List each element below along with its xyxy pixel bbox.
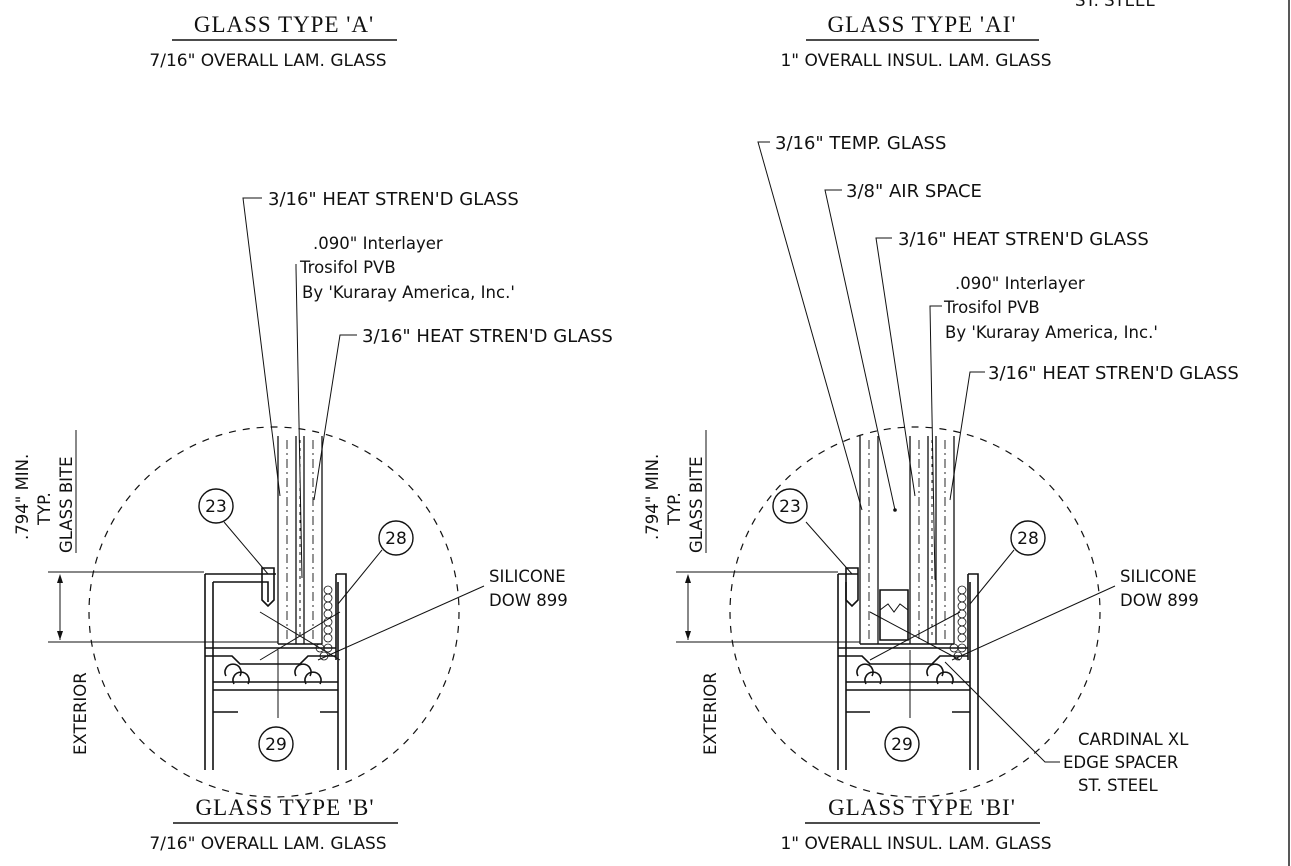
bubble-28: 28 xyxy=(378,520,414,556)
bite-label-3: GLASS BITE xyxy=(687,456,706,553)
callout-air-space: 3/8" AIR SPACE xyxy=(846,181,982,202)
exterior-label: EXTERIOR xyxy=(71,672,90,755)
callout-silicone-1: SILICONE xyxy=(1120,567,1197,586)
bubble-23: 23 xyxy=(198,488,234,524)
silicone-beads xyxy=(315,585,333,661)
title-glass-type-b: GLASS TYPE 'B' xyxy=(195,795,374,820)
bite-label-2: TYP. xyxy=(665,492,684,526)
top-right-fragment: ST. STEEL xyxy=(1075,0,1155,10)
leader-air-space xyxy=(824,189,896,511)
detail-circle xyxy=(729,426,1101,798)
svg-text:23: 23 xyxy=(779,497,801,517)
leader-interlayer xyxy=(929,305,942,581)
leader-inner-glass xyxy=(313,334,357,501)
bubble-29: 29 xyxy=(258,726,294,762)
callout-silicone-1: SILICONE xyxy=(489,567,566,586)
title-glass-type-a: GLASS TYPE 'A' xyxy=(194,12,374,37)
subtitle-glass-type-ai: 1" OVERALL INSUL. LAM. GLASS xyxy=(780,51,1051,71)
leader-heat-glass-2 xyxy=(949,371,985,501)
bite-label-2: TYP. xyxy=(35,492,54,526)
svg-text:29: 29 xyxy=(891,735,913,755)
glass-bite-dimension: .794" MIN. TYP. GLASS BITE xyxy=(13,430,278,643)
callout-heat-glass-1: 3/16" HEAT STREN'D GLASS xyxy=(898,229,1149,250)
left-detail: GLASS TYPE 'A' 7/16" OVERALL LAM. GLASS xyxy=(13,12,613,854)
leader-edge-spacer xyxy=(944,661,1060,763)
callout-silicone-2: DOW 899 xyxy=(1120,591,1199,610)
leader-interlayer xyxy=(295,264,303,579)
subtitle-glass-type-b: 7/16" OVERALL LAM. GLASS xyxy=(149,834,386,854)
subtitle-glass-type-bi: 1" OVERALL INSUL. LAM. GLASS xyxy=(780,834,1051,854)
callout-heat-glass-2: 3/16" HEAT STREN'D GLASS xyxy=(988,363,1239,384)
bite-label-3: GLASS BITE xyxy=(57,456,76,553)
exterior-label: EXTERIOR xyxy=(701,672,720,755)
callout-interlayer-3: By 'Kuraray America, Inc.' xyxy=(302,283,515,302)
title-glass-type-ai: GLASS TYPE 'AI' xyxy=(828,12,1017,37)
subtitle-glass-type-a: 7/16" OVERALL LAM. GLASS xyxy=(149,51,386,71)
silicone-beads xyxy=(949,585,967,661)
svg-text:28: 28 xyxy=(1017,529,1039,549)
bubble-29: 29 xyxy=(884,726,920,762)
bubble-28: 28 xyxy=(1010,520,1046,556)
svg-text:28: 28 xyxy=(385,529,407,549)
callout-spacer-1: CARDINAL XL xyxy=(1078,730,1189,749)
callout-interlayer-1: .090" Interlayer xyxy=(955,274,1085,293)
bite-label-1: .794" MIN. xyxy=(13,454,32,540)
leader-outer-glass xyxy=(242,197,281,497)
callout-silicone-2: DOW 899 xyxy=(489,591,568,610)
leader-temp-glass xyxy=(757,141,863,511)
callout-spacer-2: EDGE SPACER xyxy=(1063,753,1178,772)
detail-circle xyxy=(88,426,460,798)
callout-interlayer-3: By 'Kuraray America, Inc.' xyxy=(945,323,1158,342)
callout-spacer-3: ST. STEEL xyxy=(1078,776,1158,795)
callout-interlayer-2: Trosifol PVB xyxy=(943,298,1040,317)
leader-heat-glass-1 xyxy=(875,237,916,497)
callout-interlayer-1: .090" Interlayer xyxy=(313,234,443,253)
glass-lites xyxy=(859,436,955,645)
callout-inner-glass: 3/16" HEAT STREN'D GLASS xyxy=(362,326,613,347)
svg-text:23: 23 xyxy=(205,497,227,517)
svg-text:29: 29 xyxy=(265,735,287,755)
callout-temp-glass: 3/16" TEMP. GLASS xyxy=(775,133,946,154)
bite-label-1: .794" MIN. xyxy=(643,454,662,540)
frame-extrusion xyxy=(204,567,347,770)
frame-extrusion xyxy=(837,567,979,770)
glass-bite-dimension: .794" MIN. TYP. GLASS BITE xyxy=(643,430,860,643)
right-detail: GLASS TYPE 'AI' 1" OVERALL INSUL. LAM. G… xyxy=(643,12,1239,854)
bubble-23: 23 xyxy=(772,488,808,524)
title-glass-type-bi: GLASS TYPE 'BI' xyxy=(828,795,1016,820)
callout-interlayer-2: Trosifol PVB xyxy=(299,258,396,277)
callout-outer-glass: 3/16" HEAT STREN'D GLASS xyxy=(268,189,519,210)
